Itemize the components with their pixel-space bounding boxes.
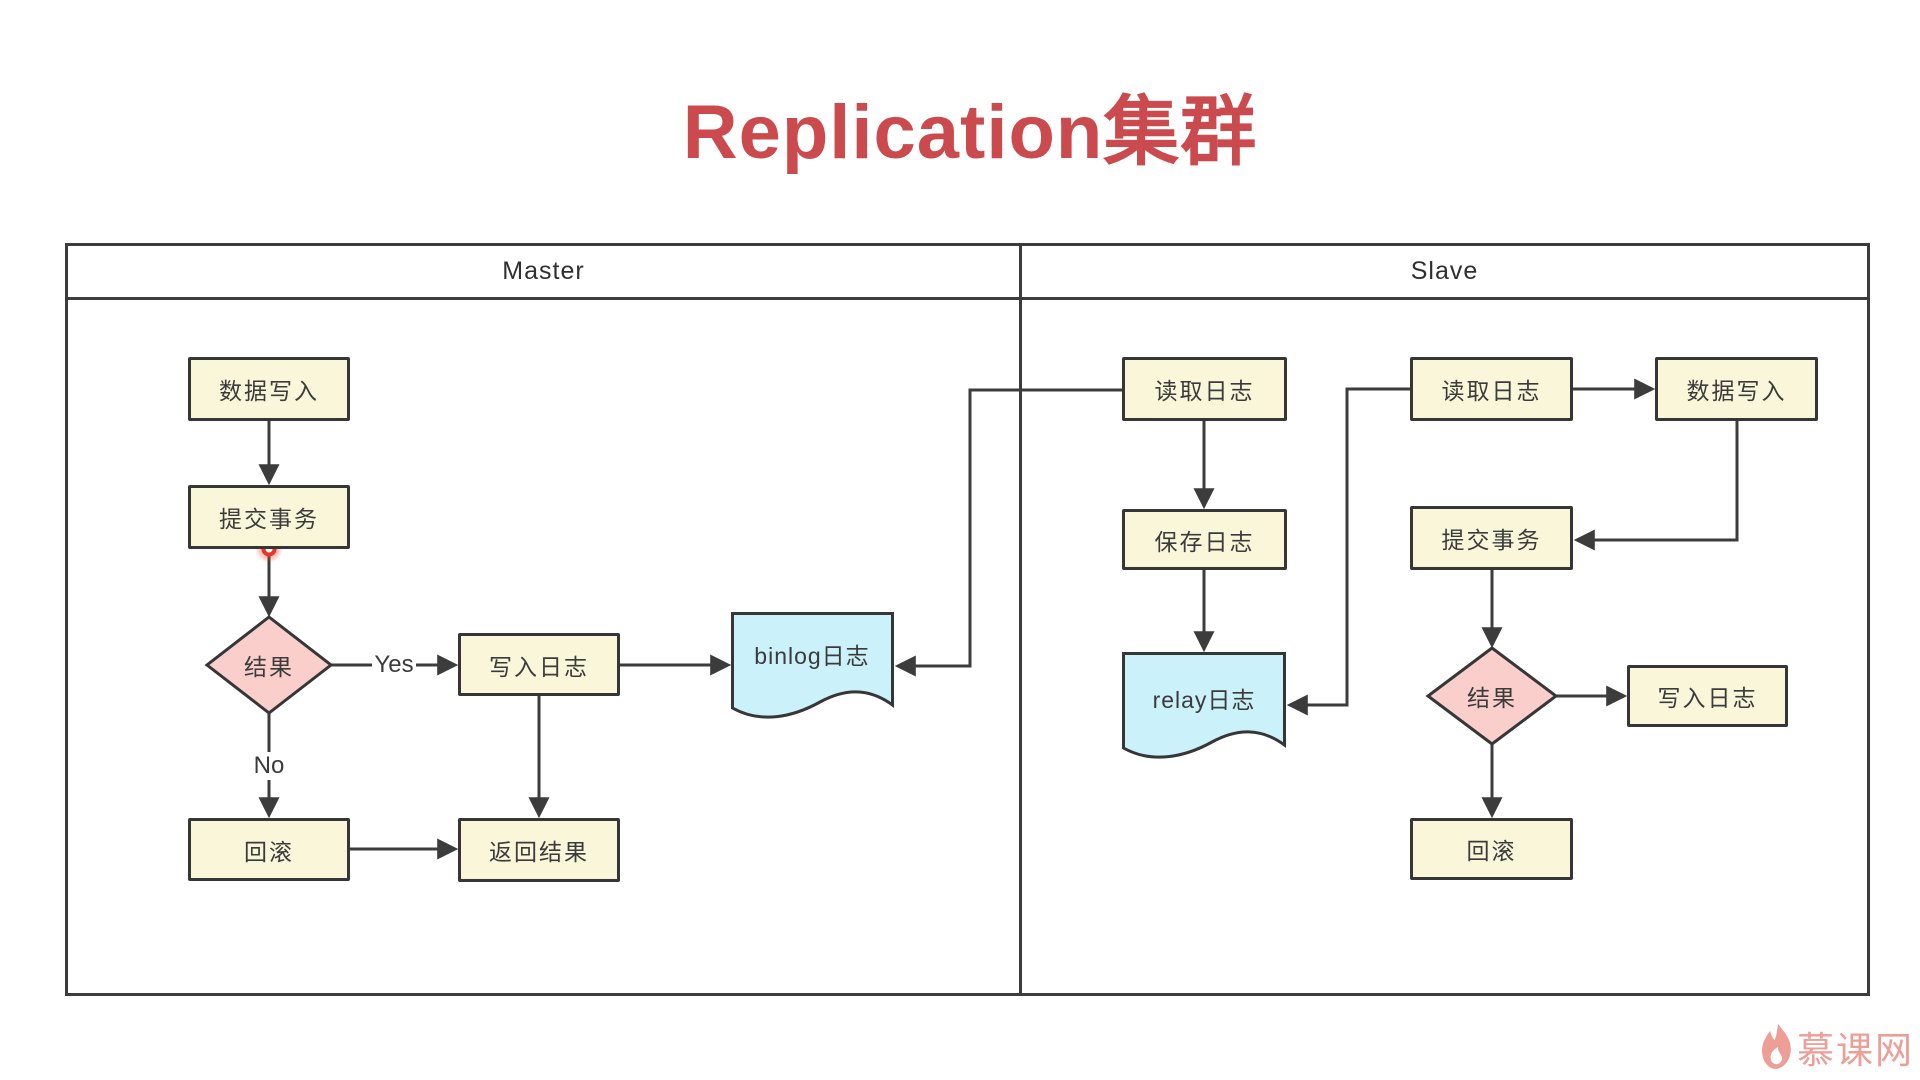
- node-master-commit-tx: 提交事务: [188, 485, 350, 549]
- lane-divider: [1019, 246, 1022, 993]
- node-slave-rollback: 回滚: [1410, 818, 1573, 880]
- imooc-logo: 慕课网: [1761, 1020, 1914, 1074]
- diamond-slave-result: [1425, 646, 1559, 746]
- slave-lane-header: Slave: [1410, 257, 1479, 285]
- node-slave-read-log-io: 读取日志: [1122, 357, 1287, 421]
- node-slave-save-log: 保存日志: [1122, 509, 1287, 570]
- master-lane-header: Master: [502, 257, 585, 285]
- edge-s-datawrite-commit: [1573, 421, 1739, 551]
- node-master-write-log: 写入日志: [458, 633, 620, 696]
- edge-label-yes: Yes: [372, 651, 416, 679]
- swimlane-frame: Master Slave: [65, 243, 1870, 996]
- edge-s-readlog2-relay: [1286, 387, 1410, 716]
- document-relay-log: [1122, 652, 1286, 759]
- node-master-rollback: 回滚: [188, 818, 350, 881]
- flame-icon: [1762, 1024, 1791, 1069]
- node-slave-commit-tx: 提交事务: [1410, 506, 1573, 570]
- document-binlog: [731, 612, 894, 719]
- logo-text: 慕课网: [1797, 1030, 1914, 1071]
- node-slave-write-log: 写入日志: [1627, 665, 1788, 727]
- node-slave-read-log-sql: 读取日志: [1410, 357, 1573, 421]
- edge-label-no: No: [248, 752, 290, 780]
- edge-s-readlog-binlog: [894, 388, 1122, 677]
- node-master-return-result: 返回结果: [458, 818, 620, 882]
- page-title: Replication集群: [682, 90, 1258, 175]
- node-slave-data-write: 数据写入: [1655, 357, 1818, 421]
- swimlane-header-row: [68, 246, 1867, 300]
- diamond-master-result: [204, 615, 334, 715]
- node-master-data-write: 数据写入: [188, 357, 350, 421]
